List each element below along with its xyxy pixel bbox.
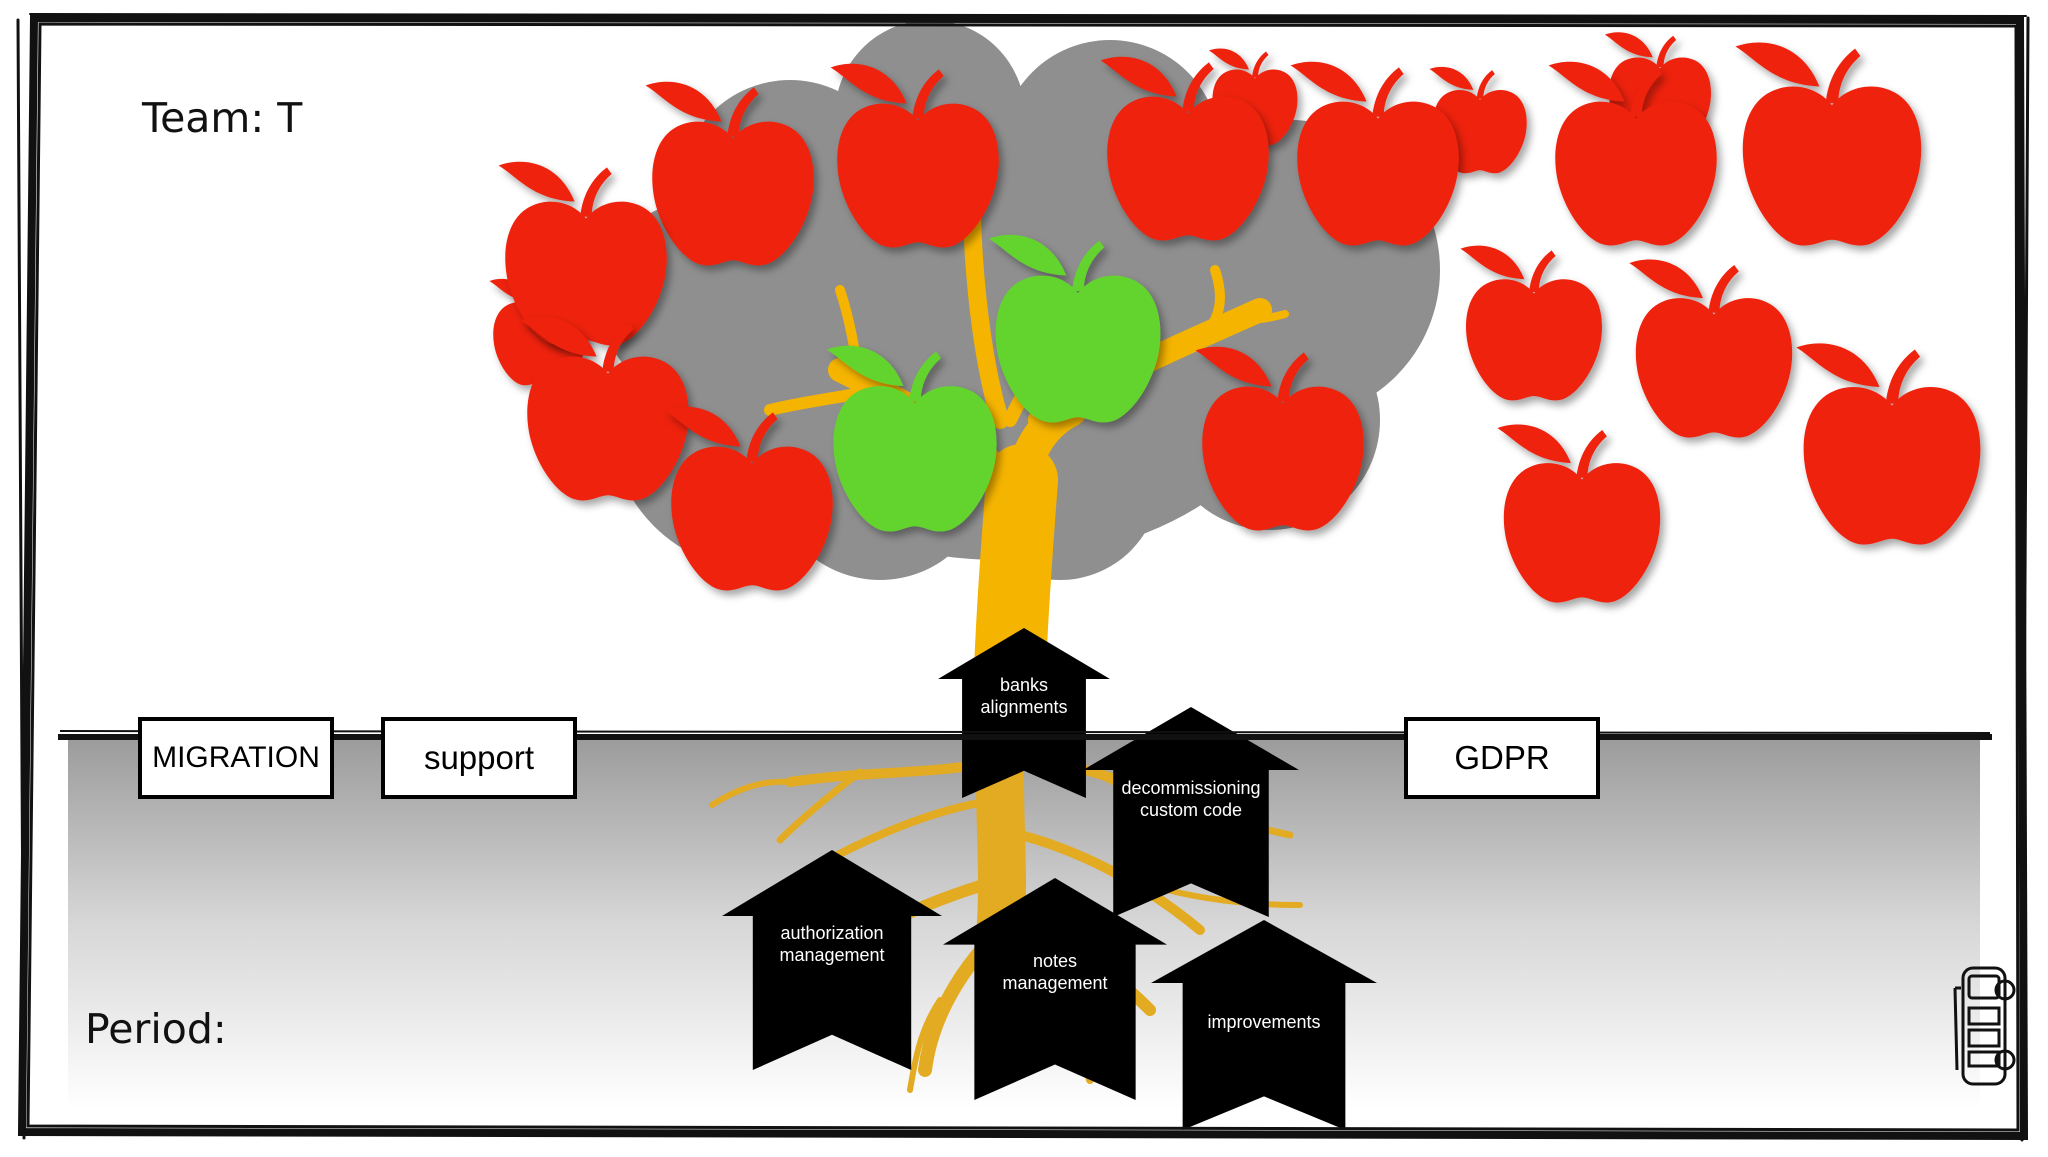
gdpr-label: GDPR [1454, 739, 1550, 776]
team-label: Team: T [142, 94, 303, 142]
period-label: Period: [85, 1005, 227, 1053]
red-apple [1735, 42, 1922, 246]
arrow-label: authorization [780, 923, 883, 943]
arrow-label: banks [1000, 675, 1048, 695]
arrow-shape [1083, 707, 1299, 917]
migration-box: MIGRATION [138, 717, 334, 799]
arrow-label: notes [1033, 951, 1077, 971]
arrow-label: decommissioning [1121, 778, 1260, 798]
arrow-shape [1151, 920, 1377, 1130]
arrow-label: custom code [1140, 800, 1242, 820]
migration-label: MIGRATION [152, 741, 320, 774]
arrow-label: improvements [1207, 1012, 1320, 1032]
frame-border [16, 13, 2030, 1142]
red-apple [498, 161, 667, 346]
arrow-shape [943, 878, 1167, 1100]
red-apple [1290, 61, 1459, 246]
arrow-shape [938, 628, 1110, 798]
arrow-improvements: improvements [1151, 920, 1377, 1130]
arrow-shape [722, 850, 942, 1070]
arrow-label: alignments [980, 697, 1067, 717]
red-apple [1497, 424, 1661, 603]
red-apple [1629, 259, 1793, 438]
arrow-label: management [1002, 973, 1107, 993]
support-box: support [381, 717, 577, 799]
van-icon [1953, 966, 2016, 1086]
support-label: support [423, 739, 535, 776]
arrow-label: management [779, 945, 884, 965]
red-apple [1796, 343, 1981, 545]
gdpr-box: GDPR [1404, 717, 1600, 799]
red-apple [1460, 245, 1602, 401]
